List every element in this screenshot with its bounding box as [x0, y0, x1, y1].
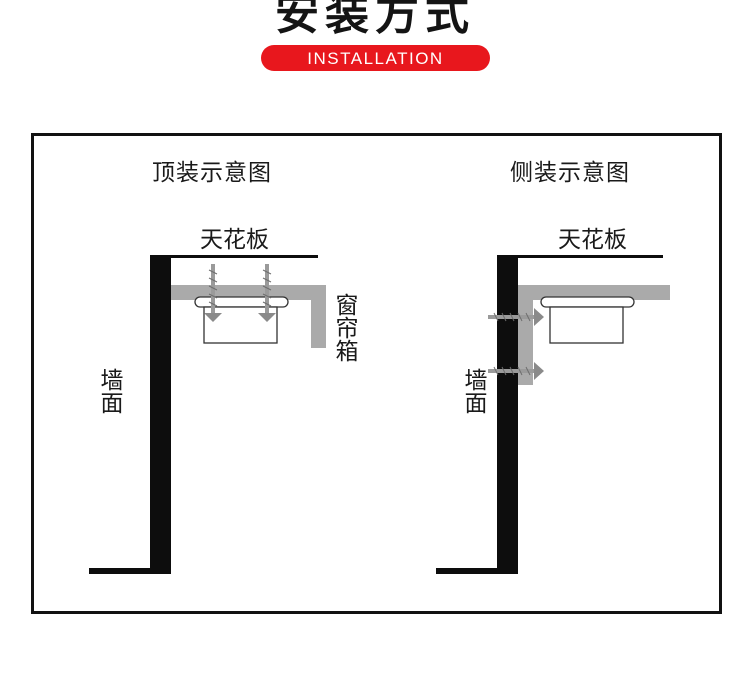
ceiling-line-left: [150, 255, 318, 258]
wall-left: [150, 256, 171, 574]
top-mount-title: 顶装示意图: [152, 160, 272, 186]
track-body-right: [549, 306, 624, 344]
screw-icon: [488, 308, 544, 326]
ceiling-label-left: 天花板: [200, 227, 269, 253]
diagram-frame: [31, 133, 722, 614]
ceiling-label-right: 天花板: [558, 227, 627, 253]
side-mount-diagram: [436, 255, 670, 574]
screw-icon: [488, 362, 544, 380]
curtain-box-top-left: [171, 285, 326, 300]
installation-badge: INSTALLATION: [261, 45, 490, 71]
top-mount-diagram: [89, 255, 326, 574]
track-rail-left: [194, 296, 289, 308]
page-title: 安装方式: [275, 0, 475, 40]
curtain-box-side-left: [311, 285, 326, 348]
curtain-box-side-right: [518, 285, 533, 385]
floor-line-left: [89, 568, 171, 574]
curtain-box-label: 窗帘箱: [331, 293, 357, 362]
wall-right: [497, 256, 518, 574]
side-mount-title: 侧装示意图: [510, 160, 630, 186]
wall-label-right: 墙面: [460, 368, 486, 414]
track-rail-right: [540, 296, 635, 308]
curtain-box-top-right: [518, 285, 670, 300]
ceiling-line-right: [497, 255, 663, 258]
screw-icon: [204, 264, 222, 322]
screw-icon: [258, 264, 276, 322]
wall-label-left: 墙面: [96, 368, 122, 414]
floor-line-right: [436, 568, 518, 574]
